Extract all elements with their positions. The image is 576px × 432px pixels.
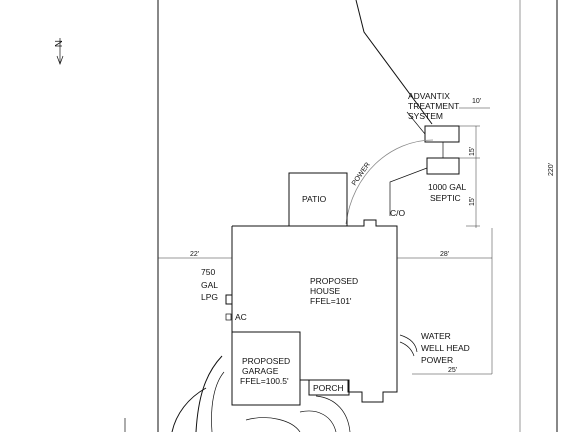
tank-spacing-label-2: 15' <box>469 197 476 206</box>
power-label: POWER <box>421 355 453 365</box>
porch-label: PORCH <box>313 383 344 393</box>
porch <box>308 379 350 396</box>
driveway-curves <box>171 355 351 432</box>
treatment-leader <box>406 111 426 135</box>
well-head-label: WELL HEAD <box>421 343 470 353</box>
house-label-1: PROPOSED <box>310 276 358 286</box>
garage-label-3: FFEL=100.5' <box>240 376 289 386</box>
tank-spacing-label-1: 15' <box>469 147 476 156</box>
lot-depth-label: 220' <box>548 163 555 176</box>
garage-outline <box>231 331 301 406</box>
patio-label: PATIO <box>302 194 327 204</box>
well-power-arc <box>399 341 415 357</box>
septic-tank <box>426 157 460 175</box>
left-setback-label: 22' <box>190 251 199 258</box>
water-label: WATER <box>421 331 451 341</box>
ac-unit <box>225 313 232 321</box>
right-setback-label: 28' <box>440 251 449 258</box>
advantix-label-1: ADVANTIX <box>408 91 450 101</box>
advantix-label-3: SYSTEM <box>408 111 443 121</box>
setback-dimension-lines <box>158 228 493 375</box>
north-label: N <box>52 40 63 47</box>
garage-label-2: GARAGE <box>242 366 279 376</box>
lpg-label-2: GAL <box>201 280 218 290</box>
garage-label-1: PROPOSED <box>242 356 290 366</box>
access-line <box>355 0 433 125</box>
north-arrow-icon <box>56 38 64 65</box>
tank-dimension-lines <box>459 107 490 228</box>
power-arc-label: POWER <box>351 161 372 187</box>
top-offset-label: 10' <box>472 98 481 105</box>
ac-label: AC <box>235 312 247 322</box>
treatment-system-tank <box>424 125 460 143</box>
house-label-2: HOUSE <box>310 286 341 296</box>
water-line-arc <box>399 334 418 353</box>
septic-leader <box>389 167 428 216</box>
power-line-arc <box>345 139 434 225</box>
house-label-3: FFEL=101' <box>310 296 352 306</box>
lpg-label-1: 750 <box>201 267 215 277</box>
well-offset-label: 25' <box>448 367 457 374</box>
lpg-label-3: LPG <box>201 292 218 302</box>
septic-label-1: 1000 GAL <box>428 182 467 192</box>
septic-label-2: SEPTIC <box>430 193 461 203</box>
cleanout-label: C/O <box>390 208 406 218</box>
advantix-label-2: TREATMENT <box>408 101 459 111</box>
lpg-tank <box>225 294 233 305</box>
